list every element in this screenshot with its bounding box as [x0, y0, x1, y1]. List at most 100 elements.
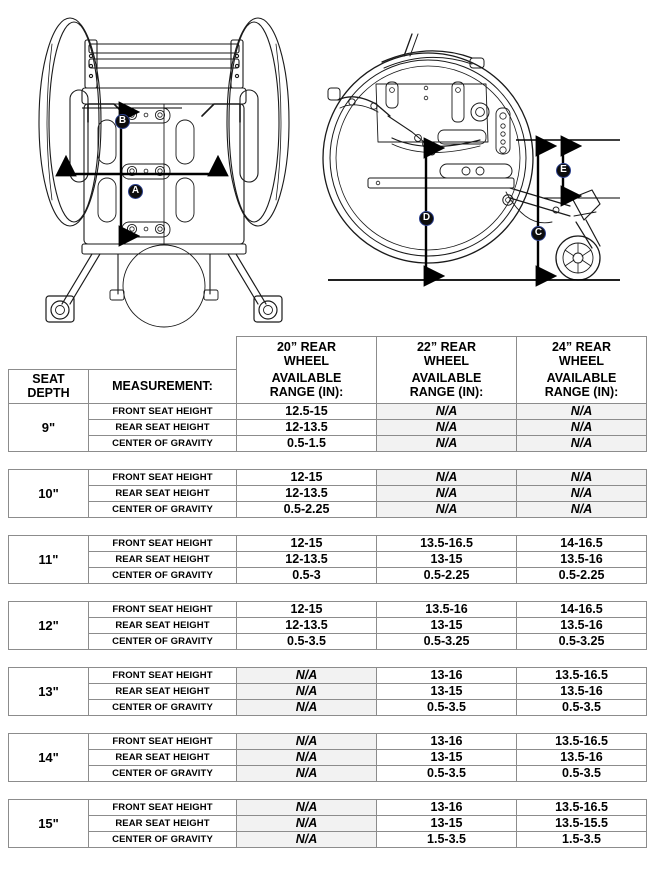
backrest-upper-bar [88, 43, 240, 54]
value-cell-w24: 0.5-3.5 [516, 698, 647, 716]
value-cell-w20: 0.5-1.5 [236, 434, 377, 452]
value-cell-w22: 13-15 [376, 748, 517, 766]
header-row-labels: SEAT DEPTH MEASUREMENT: AVAILABLE RANGE … [8, 368, 647, 404]
right-side-guard [239, 89, 259, 183]
value-cell-w22: 13-15 [376, 616, 517, 634]
value-cell-w22: 0.5-2.25 [376, 566, 517, 584]
value-cell-w22: 13.5-16.5 [376, 534, 517, 552]
value-cell-w24: 0.5-2.25 [516, 566, 647, 584]
header-seat-depth-line2: DEPTH [27, 385, 70, 400]
value-cell-w24: N/A [516, 434, 647, 452]
measurement-cell: CENTER OF GRAVITY [88, 698, 237, 716]
value-cell-w24: 13.5-16.5 [516, 666, 647, 684]
measurement-cell: CENTER OF GRAVITY [88, 830, 237, 848]
header-range-22: AVAILABLE RANGE (IN): [376, 369, 517, 404]
value-cell-w22: 13-15 [376, 550, 517, 568]
value-cell-w20: N/A [236, 732, 377, 750]
header-seat-depth: SEAT DEPTH [8, 368, 89, 404]
header-range-22-line2: RANGE (IN): [409, 384, 484, 399]
value-cell-w20: 12-15 [236, 534, 377, 552]
value-cell-w24: 0.5-3.5 [516, 764, 647, 782]
backrest-lower-bar [88, 58, 240, 69]
value-cell-w24: 13.5-16 [516, 748, 647, 766]
value-cell-w24: N/A [516, 402, 647, 420]
header-range-22-line1: AVAILABLE [411, 370, 482, 385]
wheelchair-top-view-drawing: B A [22, 4, 312, 332]
seat-depth-cell: 9" [8, 402, 89, 452]
value-cell-w20: 0.5-3 [236, 566, 377, 584]
left-caster [45, 295, 75, 323]
right-rear-wheel-inner [228, 21, 280, 223]
value-cell-w20: 12-13.5 [236, 484, 377, 502]
value-cell-w24: N/A [516, 484, 647, 502]
rear-wheel-tire-inner [329, 59, 527, 257]
measurement-cell: FRONT SEAT HEIGHT [88, 534, 237, 552]
seat-depth-cell: 10" [8, 468, 89, 518]
seat-depth-cell: 12" [8, 600, 89, 650]
dimension-badge-D: D [419, 211, 434, 226]
value-cell-w24: 13.5-16 [516, 616, 647, 634]
left-side-guard [69, 89, 89, 183]
axle-plate-group [121, 107, 171, 238]
rear-bag [122, 244, 206, 328]
measurement-cell: REAR SEAT HEIGHT [88, 484, 237, 502]
header-wheel-22: 22” REAR WHEEL [376, 336, 517, 369]
header-range-20-line2: RANGE (IN): [269, 384, 344, 399]
value-cell-w22: 0.5-3.25 [376, 632, 517, 650]
value-cell-w20: 0.5-3.5 [236, 632, 377, 650]
seat-rear-rail [81, 87, 247, 105]
table-header: 20” REAR WHEEL 22” REAR WHEEL 24” REAR W… [8, 336, 647, 404]
value-cell-w24: N/A [516, 500, 647, 518]
header-row-wheel-titles: 20” REAR WHEEL 22” REAR WHEEL 24” REAR W… [9, 336, 647, 370]
group-separator [8, 451, 647, 469]
header-seat-depth-line1: SEAT [32, 371, 65, 386]
header-corner-blank-1 [9, 337, 89, 370]
value-cell-w22: 13-16 [376, 666, 517, 684]
measurement-cell: CENTER OF GRAVITY [88, 764, 237, 782]
dimension-badge-A: A [128, 184, 143, 199]
group-separator-cell [8, 517, 647, 535]
value-cell-w24: 1.5-3.5 [516, 830, 647, 848]
measurement-cell: CENTER OF GRAVITY [88, 566, 237, 584]
value-cell-w20: N/A [236, 698, 377, 716]
measurement-cell: FRONT SEAT HEIGHT [88, 798, 237, 816]
value-cell-w20: N/A [236, 764, 377, 782]
measurement-cell: CENTER OF GRAVITY [88, 434, 237, 452]
measurement-cell: REAR SEAT HEIGHT [88, 550, 237, 568]
value-cell-w20: N/A [236, 748, 377, 766]
value-cell-w22: N/A [376, 484, 517, 502]
value-cell-w22: N/A [376, 500, 517, 518]
measurement-cell: REAR SEAT HEIGHT [88, 418, 237, 436]
group-separator-cell [8, 715, 647, 733]
measurement-cell: REAR SEAT HEIGHT [88, 814, 237, 832]
value-cell-w24: 0.5-3.25 [516, 632, 647, 650]
wheelchair-side-view-drawing: D C E [320, 30, 650, 330]
value-cell-w24: 13.5-16.5 [516, 732, 647, 750]
group-separator-cell [8, 583, 647, 601]
group-separator [8, 517, 647, 535]
right-rear-wheel-outer [226, 17, 290, 227]
specification-table-container: 20” REAR WHEEL 22” REAR WHEEL 24” REAR W… [0, 336, 652, 848]
value-cell-w20: N/A [236, 666, 377, 684]
header-wheel-20: 20” REAR WHEEL [236, 336, 377, 369]
group-separator-cell [8, 649, 647, 667]
value-cell-w20: 12-15 [236, 600, 377, 618]
header-range-20-line1: AVAILABLE [271, 370, 342, 385]
rear-wheel-tire-outer [322, 52, 534, 264]
seat-depth-cell: 11" [8, 534, 89, 584]
header-range-24: AVAILABLE RANGE (IN): [516, 369, 647, 404]
value-cell-w20: N/A [236, 798, 377, 816]
header-wheel-22-line2: WHEEL [423, 354, 470, 368]
